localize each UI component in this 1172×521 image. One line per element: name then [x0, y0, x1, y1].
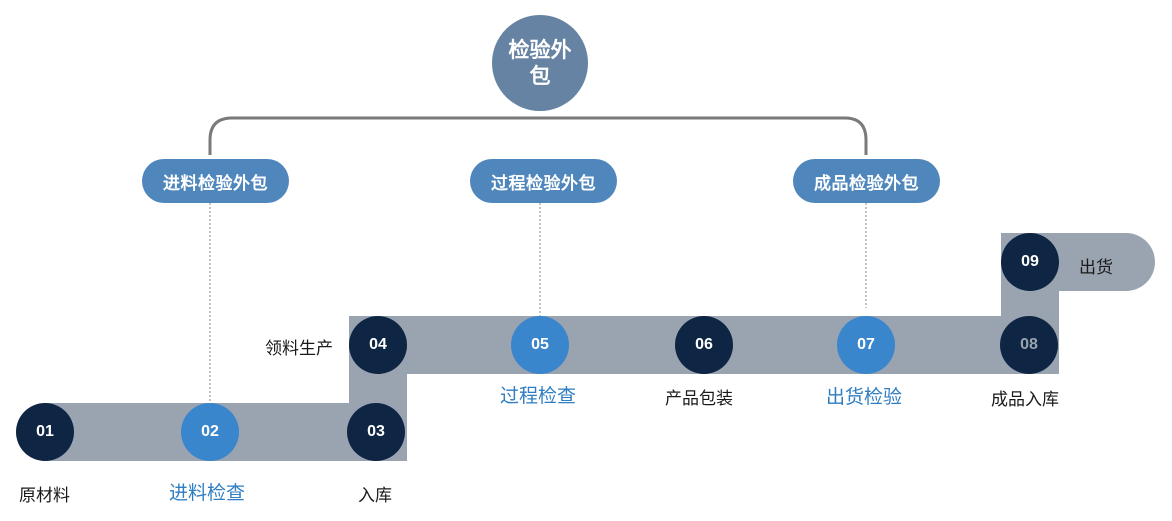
category-process-inspection: 过程检验外包: [470, 159, 617, 203]
step-circle-07: 07: [837, 316, 895, 374]
step-label-05: 过程检查: [500, 385, 577, 407]
step-circle-02: 02: [181, 403, 239, 461]
step-label-06: 产品包装: [665, 389, 733, 409]
step-circle-04: 04: [349, 316, 407, 374]
step-label-02: 进料检查: [169, 482, 246, 504]
step-label-08: 成品入库: [991, 390, 1059, 410]
root-node-inspection-outsourcing: 检验外包: [492, 15, 588, 111]
category-incoming-inspection: 进料检验外包: [142, 159, 289, 203]
step-label-04: 领料生产: [265, 339, 333, 359]
step-label-01: 原材料: [19, 486, 70, 506]
step-circle-03: 03: [347, 403, 405, 461]
step-circle-09: 09: [1001, 233, 1059, 291]
category-finished-inspection: 成品检验外包: [793, 159, 940, 203]
step-label-07: 出货检验: [826, 386, 903, 408]
step-label-03: 入库: [358, 486, 392, 506]
step-circle-05: 05: [511, 316, 569, 374]
step-circle-08: 08: [1000, 316, 1058, 374]
bracket-line: [208, 116, 868, 155]
step-label-09: 出货: [1079, 258, 1113, 278]
step-circle-01: 01: [16, 403, 74, 461]
step-circle-06: 06: [675, 316, 733, 374]
